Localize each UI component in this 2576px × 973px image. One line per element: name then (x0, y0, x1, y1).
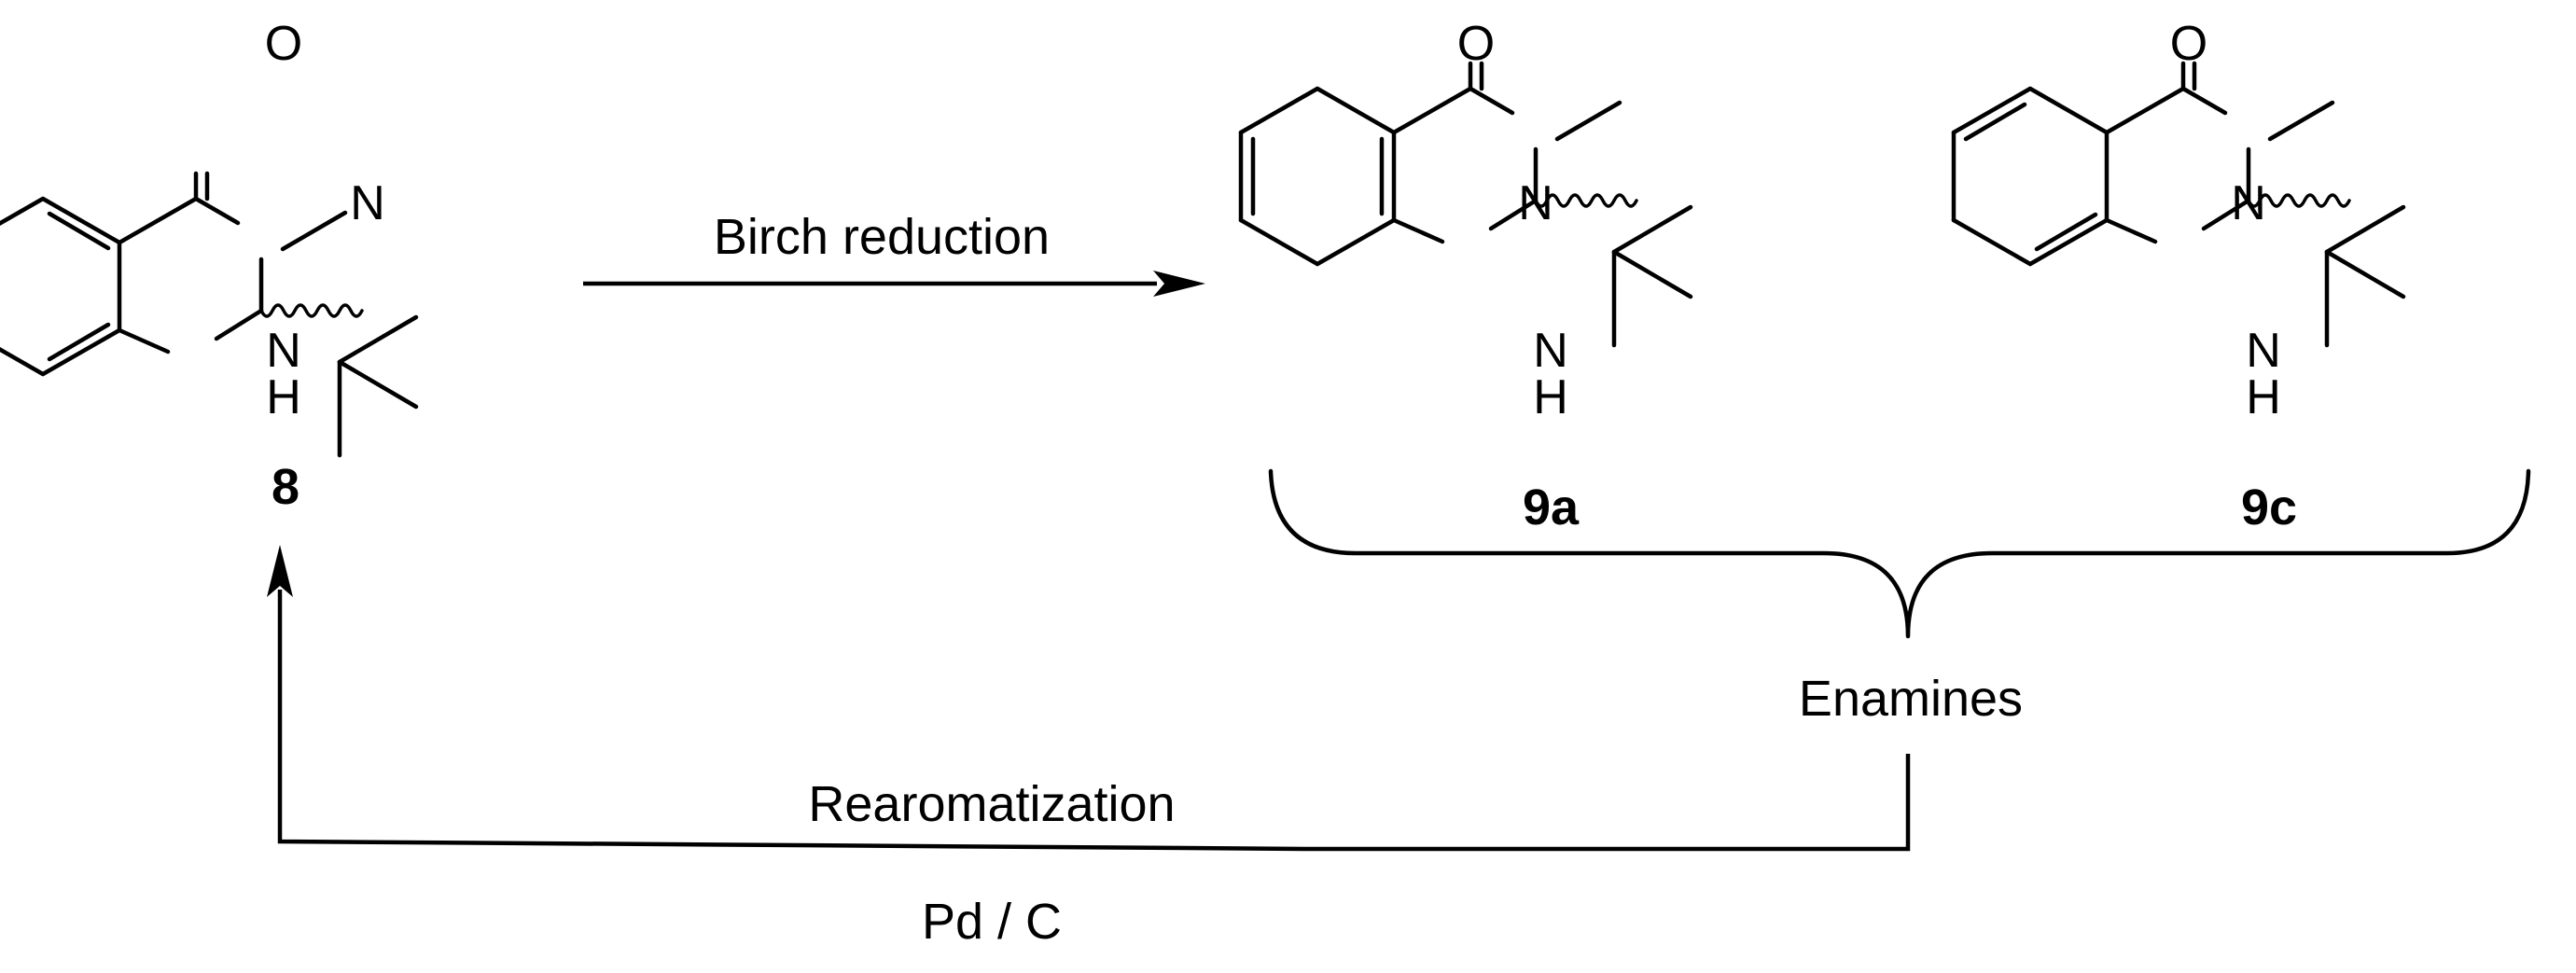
nitrogen-label-9c: N (2231, 176, 2266, 230)
pd-c-label: Pd / C (922, 894, 1062, 950)
compound-8 (0, 174, 416, 455)
nitrogen-label-8: N (350, 176, 385, 230)
cyclohexadiene-ring-9a (1238, 86, 1397, 267)
enamines-label: Enamines (1799, 671, 2023, 727)
rearomatization-arrow (267, 545, 1911, 852)
nh-n-label-8: N (266, 324, 301, 378)
compound-number-9c: 9c (2241, 480, 2297, 535)
nh-h-label-8: H (266, 370, 301, 424)
benzene-ring (0, 196, 122, 377)
enamines-brace (1268, 468, 2531, 639)
nh-h-label-9a: H (1533, 370, 1568, 424)
nh-n-label-9c: N (2246, 324, 2281, 378)
oxygen-label-9c: O (2170, 17, 2207, 71)
compound-number-9a: 9a (1523, 480, 1580, 535)
nh-h-label-9c: H (2246, 370, 2281, 424)
compound-number-8: 8 (272, 459, 299, 515)
birch-reduction-arrow (583, 271, 1205, 297)
oxygen-label-9a: O (1457, 17, 1495, 71)
compound-9a (1238, 63, 1691, 345)
oxygen-label-8: O (265, 17, 302, 71)
rearomatization-label: Rearomatization (808, 776, 1175, 832)
compound-9c (1951, 63, 2403, 345)
birch-reduction-label: Birch reduction (714, 209, 1050, 265)
cyclohexadiene-ring-9c (1951, 86, 2110, 267)
nitrogen-label-9a: N (1518, 176, 1553, 230)
nh-n-label-9a: N (1533, 324, 1568, 378)
